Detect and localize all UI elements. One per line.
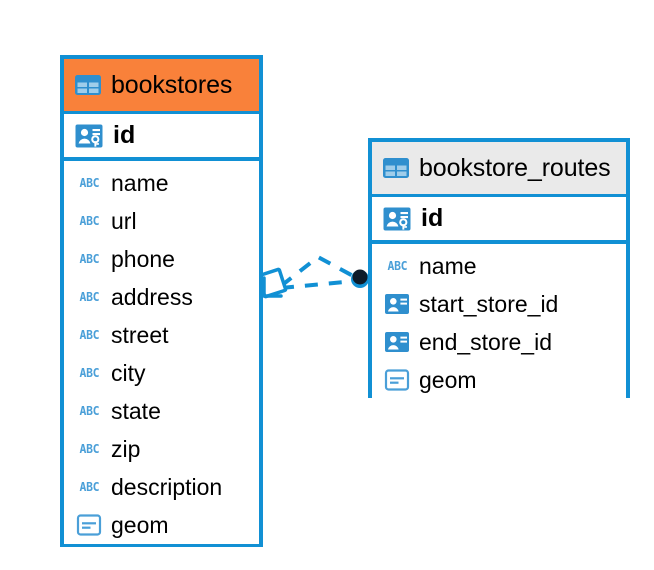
relationship-source-tail bbox=[262, 276, 283, 298]
field-label-url: url bbox=[111, 207, 137, 234]
field-list-bookstores: ABC name ABC url ABC phone ABC bbox=[64, 161, 259, 544]
abc-icon: ABC bbox=[79, 404, 99, 418]
field-label-name: name bbox=[419, 252, 477, 279]
field-row-end-store-id[interactable]: end_store_id bbox=[372, 323, 626, 361]
field-label-start-store-id: start_store_id bbox=[419, 290, 559, 317]
table-icon bbox=[74, 71, 102, 99]
field-label-name: name bbox=[111, 169, 169, 196]
field-row-geom[interactable]: geom bbox=[64, 506, 259, 544]
abc-icon: ABC bbox=[79, 176, 99, 190]
field-label-geom: geom bbox=[111, 511, 169, 538]
foreign-key-icon bbox=[384, 329, 410, 355]
field-row-city[interactable]: ABC city bbox=[64, 354, 259, 392]
field-row-name[interactable]: ABC name bbox=[64, 164, 259, 202]
field-row-geom[interactable]: geom bbox=[372, 361, 626, 399]
field-row-state[interactable]: ABC state bbox=[64, 392, 259, 430]
abc-icon: ABC bbox=[387, 259, 407, 273]
entity-title: bookstore_routes bbox=[419, 153, 611, 182]
field-row-id[interactable]: id bbox=[372, 194, 626, 244]
abc-icon: ABC bbox=[79, 480, 99, 494]
field-row-street[interactable]: ABC street bbox=[64, 316, 259, 354]
field-list-bookstore-routes: ABC name start_store_id bbox=[372, 244, 626, 399]
table-icon bbox=[382, 154, 410, 182]
field-label-city: city bbox=[111, 359, 146, 386]
entity-title: bookstores bbox=[111, 70, 233, 99]
field-row-zip[interactable]: ABC zip bbox=[64, 430, 259, 468]
geometry-icon bbox=[76, 512, 102, 538]
relationship-target-dot bbox=[352, 269, 368, 285]
abc-icon: ABC bbox=[79, 214, 99, 228]
relationship-target-ring bbox=[351, 270, 369, 288]
entity-bookstores[interactable]: bookstores id ABC bbox=[60, 55, 263, 547]
abc-icon: ABC bbox=[79, 290, 99, 304]
relationship-line-upper bbox=[279, 254, 356, 288]
abc-icon: ABC bbox=[79, 328, 99, 342]
field-label-address: address bbox=[111, 283, 193, 310]
field-label-zip: zip bbox=[111, 435, 141, 462]
entity-bookstore-routes[interactable]: bookstore_routes id ABC bbox=[368, 138, 630, 399]
field-label-id: id bbox=[421, 204, 444, 232]
field-label-phone: phone bbox=[111, 245, 175, 272]
field-label-description: description bbox=[111, 473, 223, 500]
field-row-address[interactable]: ABC address bbox=[64, 278, 259, 316]
field-row-phone[interactable]: ABC phone bbox=[64, 240, 259, 278]
primary-key-icon bbox=[382, 204, 412, 234]
field-row-url[interactable]: ABC url bbox=[64, 202, 259, 240]
abc-icon: ABC bbox=[79, 442, 99, 456]
field-row-id[interactable]: id bbox=[64, 111, 259, 161]
geometry-icon bbox=[384, 367, 410, 393]
field-label-state: state bbox=[111, 397, 161, 424]
field-row-description[interactable]: ABC description bbox=[64, 468, 259, 506]
field-label-end-store-id: end_store_id bbox=[419, 328, 552, 355]
field-row-start-store-id[interactable]: start_store_id bbox=[372, 285, 626, 323]
field-label-street: street bbox=[111, 321, 169, 348]
abc-icon: ABC bbox=[79, 366, 99, 380]
relationship-line-lower bbox=[280, 279, 356, 290]
foreign-key-icon bbox=[384, 291, 410, 317]
abc-icon: ABC bbox=[79, 252, 99, 266]
primary-key-icon bbox=[74, 121, 104, 151]
field-label-geom: geom bbox=[419, 366, 477, 393]
field-label-id: id bbox=[113, 121, 136, 149]
entity-header-bookstore-routes[interactable]: bookstore_routes bbox=[372, 142, 626, 194]
entity-header-bookstores[interactable]: bookstores bbox=[64, 59, 259, 111]
field-row-name[interactable]: ABC name bbox=[372, 247, 626, 285]
